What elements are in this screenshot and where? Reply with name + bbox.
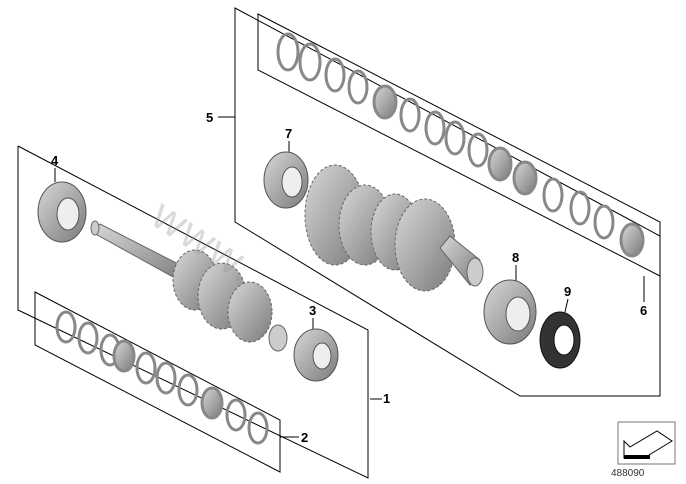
layshaft [304,164,484,292]
callout-9: 9 [564,284,572,299]
group-1-outline [17,145,369,479]
input-shaft [90,220,288,352]
callout-7: 7 [285,126,293,141]
callout-8: 8 [512,250,520,265]
callout-3: 3 [309,303,317,318]
group-5-outline [234,7,661,397]
callout-4: 4 [51,153,59,168]
ring-set-6 [276,32,645,258]
bearing-7 [263,151,309,209]
ring-set-2 [55,310,269,445]
seal-9 [539,311,581,369]
group-2-outline [34,291,281,473]
orientation-arrow-icon [617,421,676,465]
bearing-4 [37,181,87,243]
callout-5: 5 [206,110,214,125]
bearing-8 [483,279,537,345]
callout-1: 1 [383,391,391,406]
diagram-code: 488090 [611,468,645,479]
callout-2: 2 [301,430,309,445]
group-6-outline [257,13,661,277]
bearing-3 [293,328,339,382]
callout-6: 6 [640,303,648,318]
